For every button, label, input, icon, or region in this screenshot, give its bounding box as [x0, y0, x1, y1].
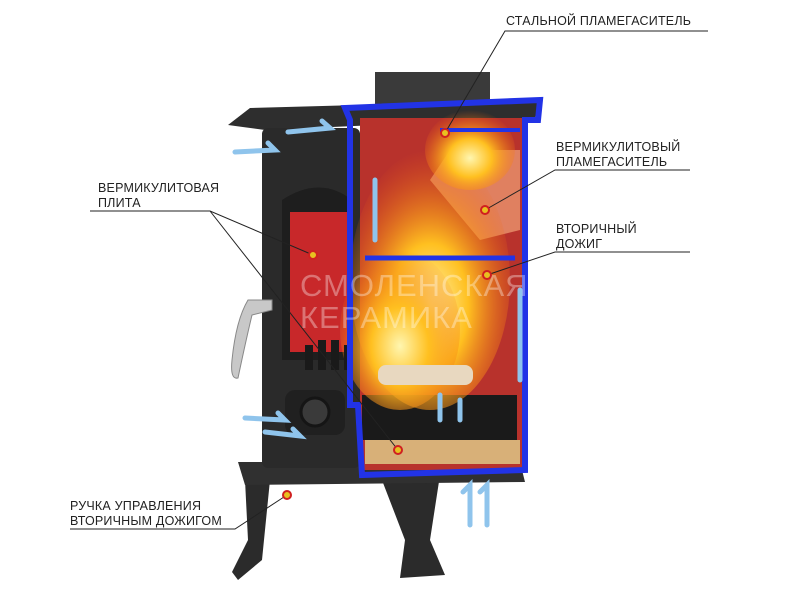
stove-leg-right: [380, 475, 445, 578]
label-secondary-burn-2: ДОЖИГ: [556, 237, 603, 251]
label-vermiculite-plate-2: ПЛИТА: [98, 196, 141, 210]
label-vermiculite-baffle-2: ПЛАМЕГАСИТЕЛЬ: [556, 155, 668, 169]
logs: [378, 365, 473, 385]
door-handle: [231, 299, 273, 379]
label-vermiculite-plate-1: ВЕРМИКУЛИТОВАЯ: [98, 181, 220, 195]
label-steel-baffle: СТАЛЬНОЙ ПЛАМЕГАСИТЕЛЬ: [506, 14, 692, 28]
label-handle-1: РУЧКА УПРАВЛЕНИЯ: [70, 499, 202, 513]
label-secondary-burn-1: ВТОРИЧНЫЙ: [556, 222, 637, 236]
vermiculite-plate: [365, 440, 520, 464]
leader-lines: [70, 30, 708, 530]
air-regulator: [299, 396, 331, 428]
stove-leg-left: [232, 480, 270, 580]
watermark-line1: СМОЛЕНСКАЯ: [300, 268, 529, 303]
marker-dots: [282, 128, 492, 500]
steel-body-outline: [340, 96, 544, 479]
air-flow-arrows: [232, 118, 523, 528]
top-plate: [228, 100, 540, 130]
label-handle-2: ВТОРИЧНЫМ ДОЖИГОМ: [70, 514, 222, 528]
label-vermiculite-baffle-1: ВЕРМИКУЛИТОВЫЙ: [556, 140, 681, 154]
watermark-line2: КЕРАМИКА: [300, 300, 473, 335]
